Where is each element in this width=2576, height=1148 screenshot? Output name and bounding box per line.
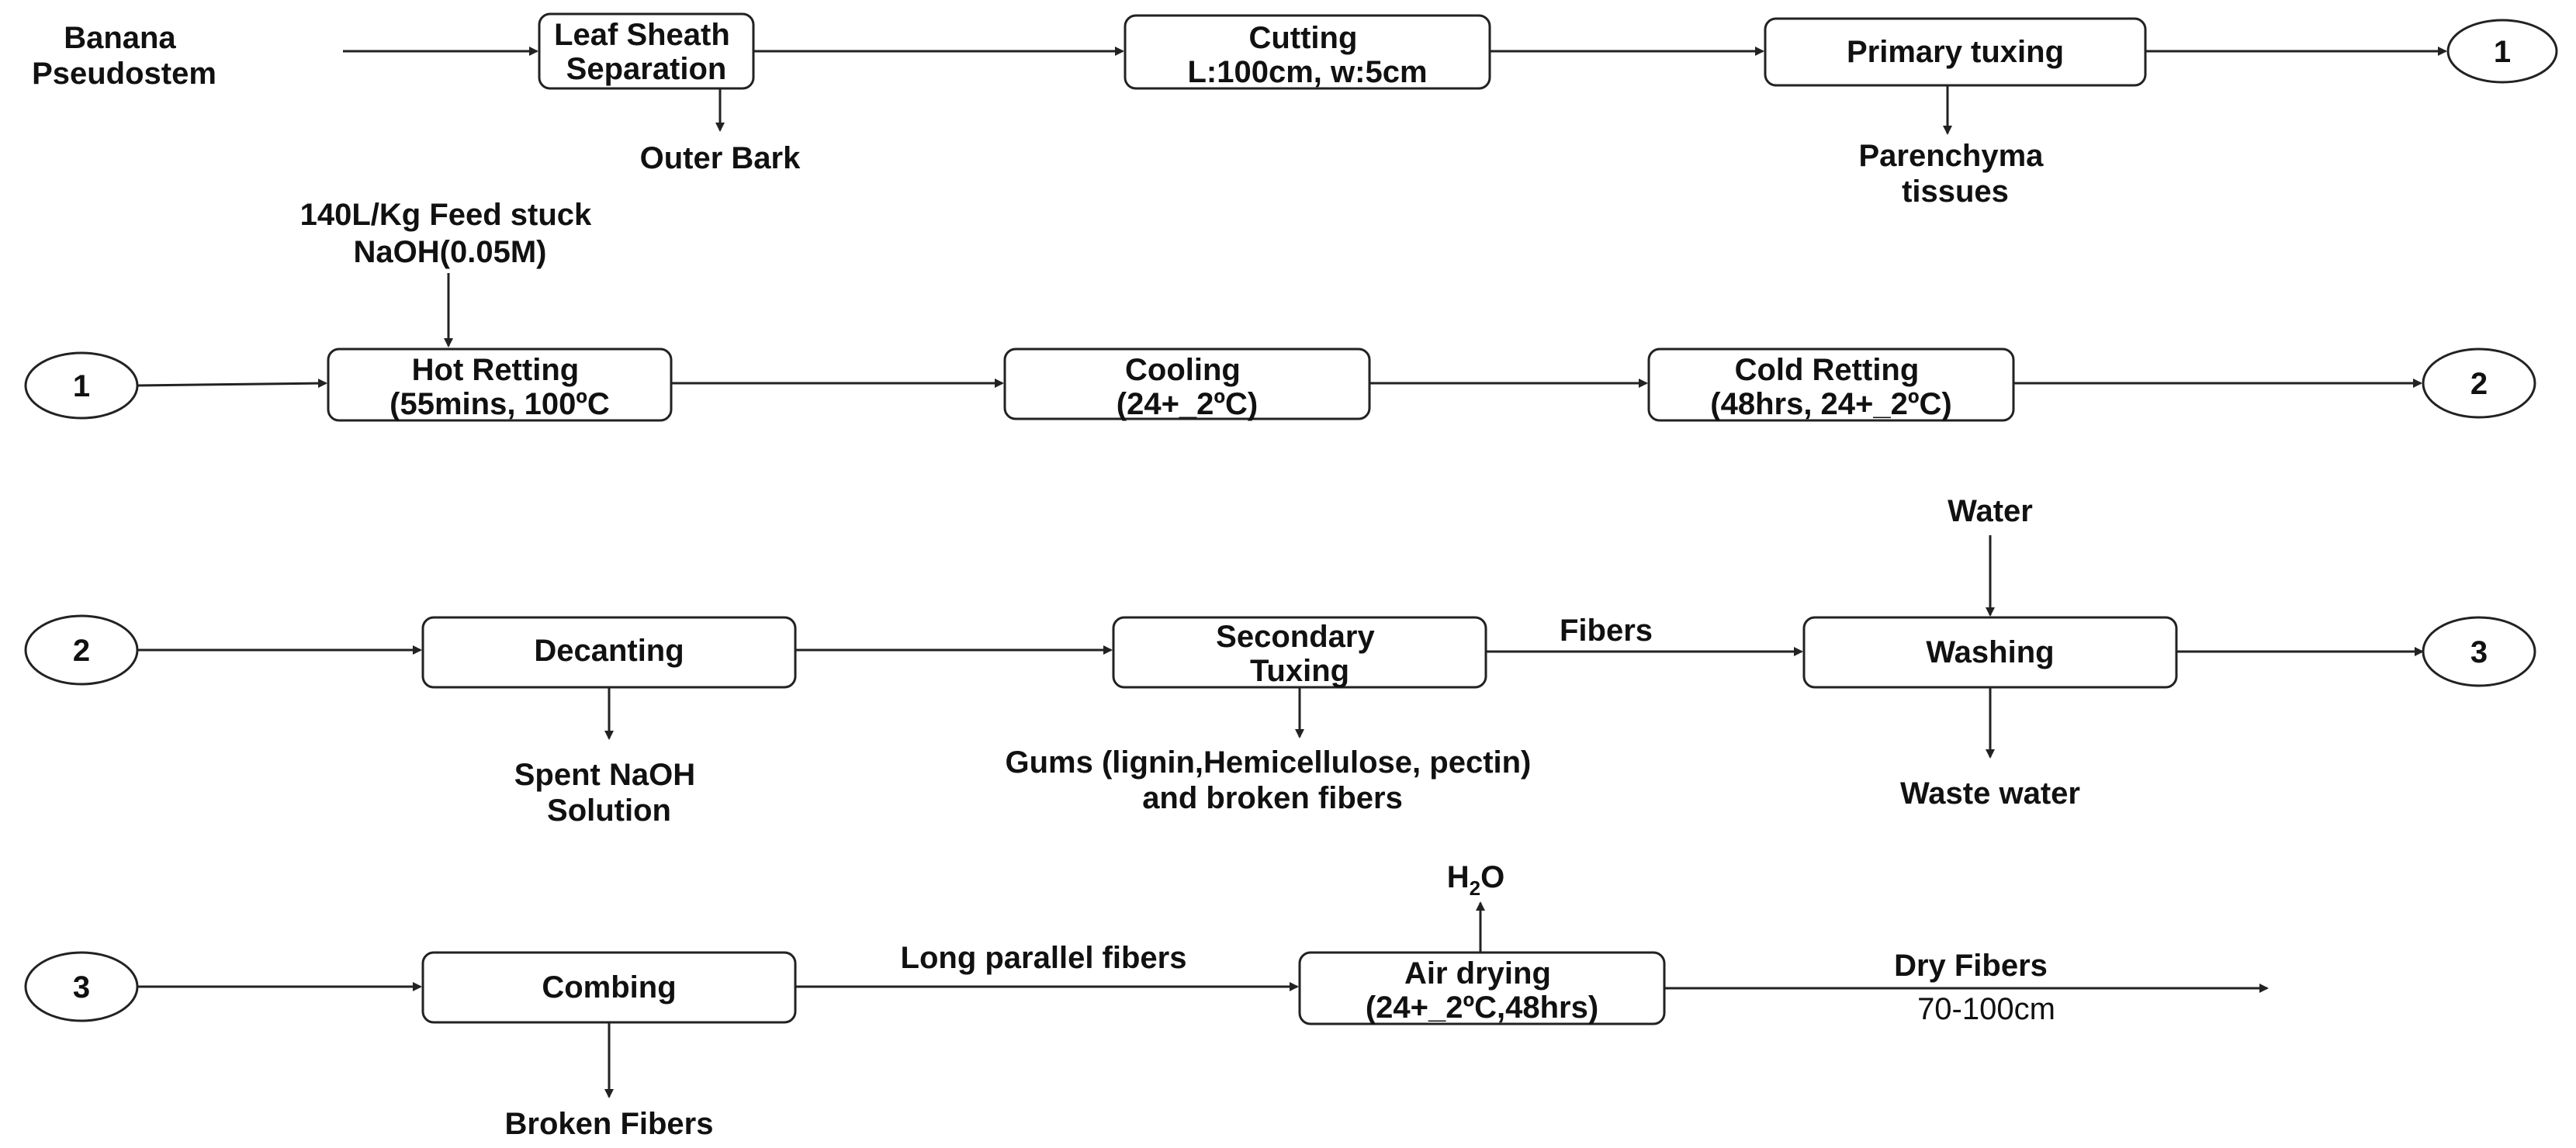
connector-3-out [2422, 616, 2536, 687]
broken-fibers-label: Broken Fibers [505, 1107, 714, 1141]
combing-label: Combing [542, 970, 676, 1004]
connector-3-in-label: 3 [73, 970, 90, 1004]
secondary-tuxing-label: Secondary Tuxing [1216, 620, 1383, 688]
air-drying-label: Air drying (24+_2ºC,48hrs) [1366, 956, 1598, 1025]
outer-bark-label: Outer Bark [640, 141, 801, 175]
leaf-sheath-separation-label: Leaf Sheath Separation [554, 18, 739, 86]
connector-1-out-label: 1 [2494, 35, 2511, 69]
cold-retting-box [1647, 348, 2015, 422]
hot-retting-label: Hot Retting (55mins, 100ºC [390, 353, 610, 421]
long-parallel-fibers-label: Long parallel fibers [901, 941, 1187, 975]
decanting-label: Decanting [534, 634, 684, 668]
banana-pseudostem-label: Banana Pseudostem [32, 21, 216, 91]
waste-water-label: Waste water [1900, 776, 2080, 811]
connector-2-out-label: 2 [2470, 367, 2488, 401]
connector-2-out [2422, 348, 2536, 419]
cutting-label: Cutting L:100cm, w:5cm [1187, 21, 1427, 89]
dry-fibers-label: Dry Fibers [1894, 949, 2048, 983]
hot-retting-box [327, 348, 673, 422]
cold-retting-label: Cold Retting (48hrs, 24+_2ºC) [1710, 353, 1951, 421]
connector-3-out-label: 3 [2470, 635, 2488, 669]
primary-tuxing-label: Primary tuxing [1847, 35, 2064, 69]
connector-2-in-label: 2 [73, 634, 90, 668]
edge-connector-1-to-hot-retting [137, 379, 327, 389]
connector-1-out [2446, 19, 2558, 84]
parenchyma-tissues-label: Parenchyma tissues [1858, 139, 2051, 209]
gums-broken-fibers-label: Gums (lignin,Hemicellulose, pectin) and … [1005, 745, 1539, 815]
dry-fibers-length-label: 70-100cm [1917, 992, 2055, 1026]
washing-label: Washing [1926, 635, 2054, 669]
h2o-label: H2O [1447, 860, 1504, 900]
feed-stock-naoh-label: 140L/Kg Feed stuck NaOH(0.05M) [300, 198, 601, 269]
cooling-label: Cooling (24+_2ºC) [1117, 353, 1258, 421]
fibers-edge-label: Fibers [1560, 614, 1653, 648]
connector-1-in-label: 1 [73, 369, 90, 403]
spent-naoh-solution-label: Spent NaOH Solution [514, 758, 704, 828]
water-label: Water [1948, 494, 2033, 528]
